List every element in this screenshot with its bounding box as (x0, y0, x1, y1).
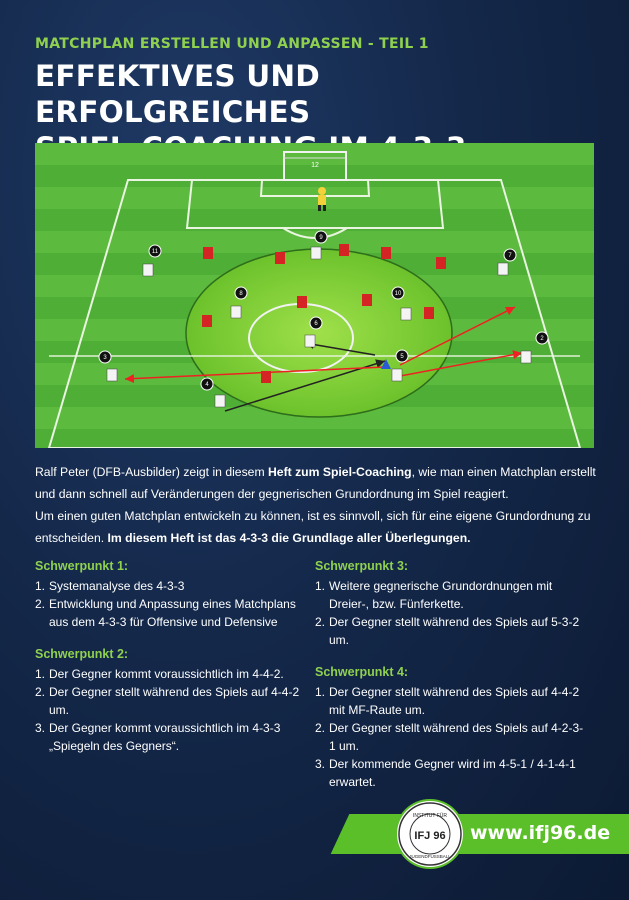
left-column: Schwerpunkt 1: 1.Systemanalyse des 4-3-3… (35, 557, 305, 769)
badge-8: 8 (239, 291, 243, 297)
badge-4: 4 (205, 382, 209, 388)
section-list: 1.Systemanalyse des 4-3-3 2.Entwicklung … (35, 577, 305, 631)
section-list: 1.Der Gegner stellt während des Spiels a… (315, 683, 585, 791)
section-title: Schwerpunkt 2: (35, 647, 129, 661)
badge-3: 3 (103, 355, 107, 361)
pitch-svg: 12 (35, 143, 594, 448)
title-line-1: EFFEKTIVES UND ERFOLGREICHES (35, 59, 320, 129)
intro-paragraph-2: Um einen guten Matchplan entwickeln zu k… (35, 509, 591, 545)
section-list: 1.Weitere gegnerische Grundordnungen mit… (315, 577, 585, 649)
opponent-players (202, 244, 446, 383)
list-item: 1.Systemanalyse des 4-3-3 (35, 579, 185, 593)
list-item: 1.Der Gegner kommt voraussichtlich im 4-… (35, 667, 284, 681)
badge-6: 6 (314, 321, 318, 327)
right-column: Schwerpunkt 3: 1.Weitere gegnerische Gru… (315, 557, 585, 805)
player-number-badges: 11 9 7 8 10 6 3 5 2 4 (98, 230, 549, 391)
list-item: 3.Der Gegner kommt voraussichtlich im 4-… (35, 721, 281, 753)
own-players (106, 246, 532, 408)
intro-text: Ralf Peter (DFB-Ausbilder) zeigt in dies… (35, 461, 600, 549)
section-list: 1.Der Gegner kommt voraussichtlich im 4-… (35, 665, 305, 755)
ball-marker (381, 359, 391, 369)
goal-number: 12 (311, 162, 319, 169)
kicker-subtitle: MATCHPLAN ERSTELLEN UND ANPASSEN - TEIL … (35, 36, 429, 52)
badge-5: 5 (400, 354, 404, 360)
list-item: 1.Weitere gegnerische Grundordnungen mit… (315, 579, 553, 611)
badge-2: 2 (540, 336, 544, 342)
badge-7: 7 (508, 253, 512, 259)
list-item: 1.Der Gegner stellt während des Spiels a… (315, 685, 580, 717)
logo-ring-bottom: JUGENDFUSSBALL (409, 854, 451, 859)
badge-11: 11 (152, 249, 159, 255)
list-item: 2.Der Gegner stellt während des Spiels a… (35, 685, 300, 717)
intro-paragraph-1: Ralf Peter (DFB-Ausbilder) zeigt in dies… (35, 465, 596, 501)
badge-10: 10 (395, 291, 402, 297)
goalkeeper (318, 187, 326, 211)
ifj-logo: INSTITUT FÜR IFJ 96 JUGENDFUSSBALL (397, 801, 463, 867)
section-title: Schwerpunkt 4: (315, 665, 409, 679)
list-item: 2.Entwicklung und Anpassung eines Matchp… (35, 597, 296, 629)
logo-ring-top: INSTITUT FÜR (413, 812, 447, 819)
section-title: Schwerpunkt 1: (35, 559, 129, 573)
tactics-pitch-image: 12 (35, 143, 594, 448)
section-title: Schwerpunkt 3: (315, 559, 409, 573)
list-item: 2.Der Gegner stellt während des Spiels a… (315, 721, 584, 753)
logo-text: IFJ 96 (414, 830, 445, 842)
list-item: 2.Der Gegner stellt während des Spiels a… (315, 615, 580, 647)
website-link[interactable]: www.ifj96.de (470, 822, 611, 844)
badge-9: 9 (319, 235, 323, 241)
list-item: 3.Der kommende Gegner wird im 4-5-1 / 4-… (315, 757, 576, 789)
